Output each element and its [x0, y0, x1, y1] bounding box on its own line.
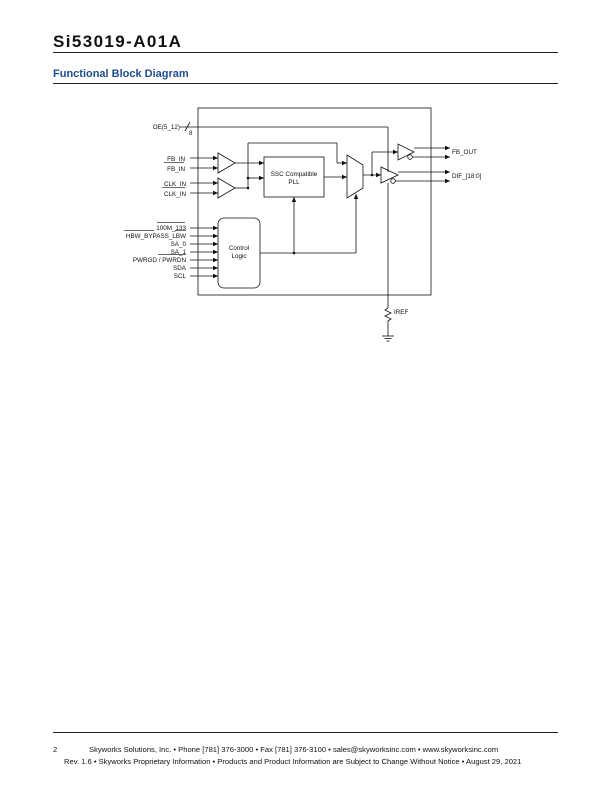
page-number: 2	[53, 745, 58, 754]
header-rule	[53, 52, 558, 53]
fb-input-buffer	[217, 152, 236, 174]
oe-label: OE(5_12)	[153, 124, 180, 131]
sig-sa1-label: SA_1	[171, 249, 187, 256]
sig-pwrgd-label: PWRGD / PWRDN	[133, 257, 187, 264]
section-rule	[53, 83, 558, 84]
fb-in-label: FB_IN	[167, 156, 185, 163]
fb-out-inversion	[407, 154, 413, 160]
footer-notice: Rev. 1.6 • Skyworks Proprietary Informat…	[64, 757, 522, 766]
sig-sa0-label: SA_0	[171, 241, 187, 248]
chip-boundary	[197, 107, 432, 296]
dif-out-inversion	[390, 178, 396, 184]
footer-contact: Skyworks Solutions, Inc. • Phone [781] 3…	[89, 745, 499, 754]
footer-rule	[53, 732, 558, 733]
clk-in-label: CLK_IN	[164, 181, 187, 188]
fb-out-label: FB_OUT	[452, 149, 477, 156]
iref-resistor	[384, 307, 392, 322]
fb-output-buffer	[397, 143, 415, 161]
junction-dot	[246, 186, 250, 190]
fb-in-n-label: FB_IN	[167, 166, 185, 173]
clk-input-buffer	[217, 177, 236, 199]
junction-dot	[246, 176, 250, 180]
sig-hbw-label: HBW_BYPASS_LBW	[126, 233, 186, 240]
junction-dot	[370, 173, 374, 177]
pll-label-line2: PLL	[288, 179, 300, 186]
sig-sda-label: SDA	[173, 265, 187, 272]
logic-label-line1: Control	[229, 245, 249, 252]
output-mux	[346, 154, 364, 199]
iref-label: IREF	[394, 309, 408, 316]
bus-slash	[184, 121, 191, 132]
logic-label-line2: Logic	[231, 253, 246, 260]
dif-out-label: DIF_[18:0]	[452, 173, 482, 180]
sig-scl-label: SCL	[174, 273, 187, 280]
sig-100m-label: 100M_133	[156, 225, 186, 232]
bus-width-label: 8	[189, 130, 193, 137]
dif-output-buffer	[380, 166, 399, 184]
pll-label-line1: SSC Compatible	[271, 171, 318, 178]
clk-in-n-label: CLK_IN	[164, 191, 187, 198]
section-title: Functional Block Diagram	[53, 68, 189, 80]
junction-dot	[292, 251, 296, 255]
document-title: Si53019-A01A	[53, 32, 183, 51]
